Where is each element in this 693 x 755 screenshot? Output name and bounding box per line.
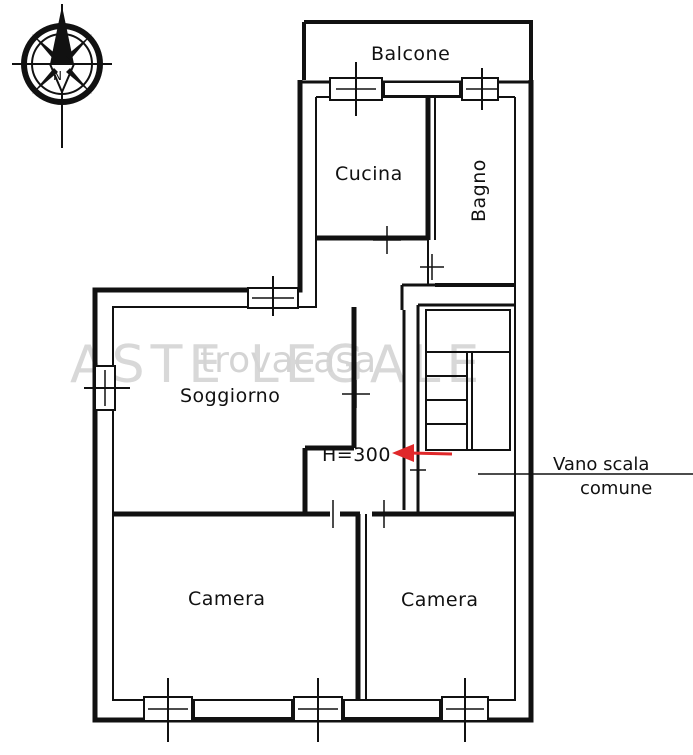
room-label-camera-right: Camera [401,589,479,611]
living-room-walls [302,307,357,512]
bathroom-walls [400,240,515,310]
watermark: ASTE LEGALE trovacasa [70,335,485,395]
stair-label-line2: comune [580,478,652,499]
room-label-soggiorno: Soggiorno [180,385,280,407]
stair-label-line1: Vano scala [553,454,649,475]
windows [84,62,499,742]
compass-icon: N [12,4,112,148]
kitchen-walls [316,97,436,241]
stair-walls [402,303,515,515]
compass-north-letter: N [53,69,62,83]
room-labels: Balcone Cucina Bagno Soggiorno Camera Ca… [180,43,490,611]
stair-annotation: Vano scala comune [478,454,693,499]
watermark-text: ASTE LEGALE [70,335,485,395]
room-label-cucina: Cucina [335,163,403,185]
bedroom-walls [113,511,515,700]
height-annotation: H=300 [322,444,453,466]
height-arrow-shaft [409,451,453,456]
room-label-camera-left: Camera [188,588,266,610]
height-label: H=300 [322,444,391,466]
room-label-balcone: Balcone [371,43,450,65]
watermark-brand: trovacasa [200,340,376,381]
height-arrow-icon [392,444,414,462]
door-markers [332,226,444,528]
room-label-bagno: Bagno [468,159,490,222]
